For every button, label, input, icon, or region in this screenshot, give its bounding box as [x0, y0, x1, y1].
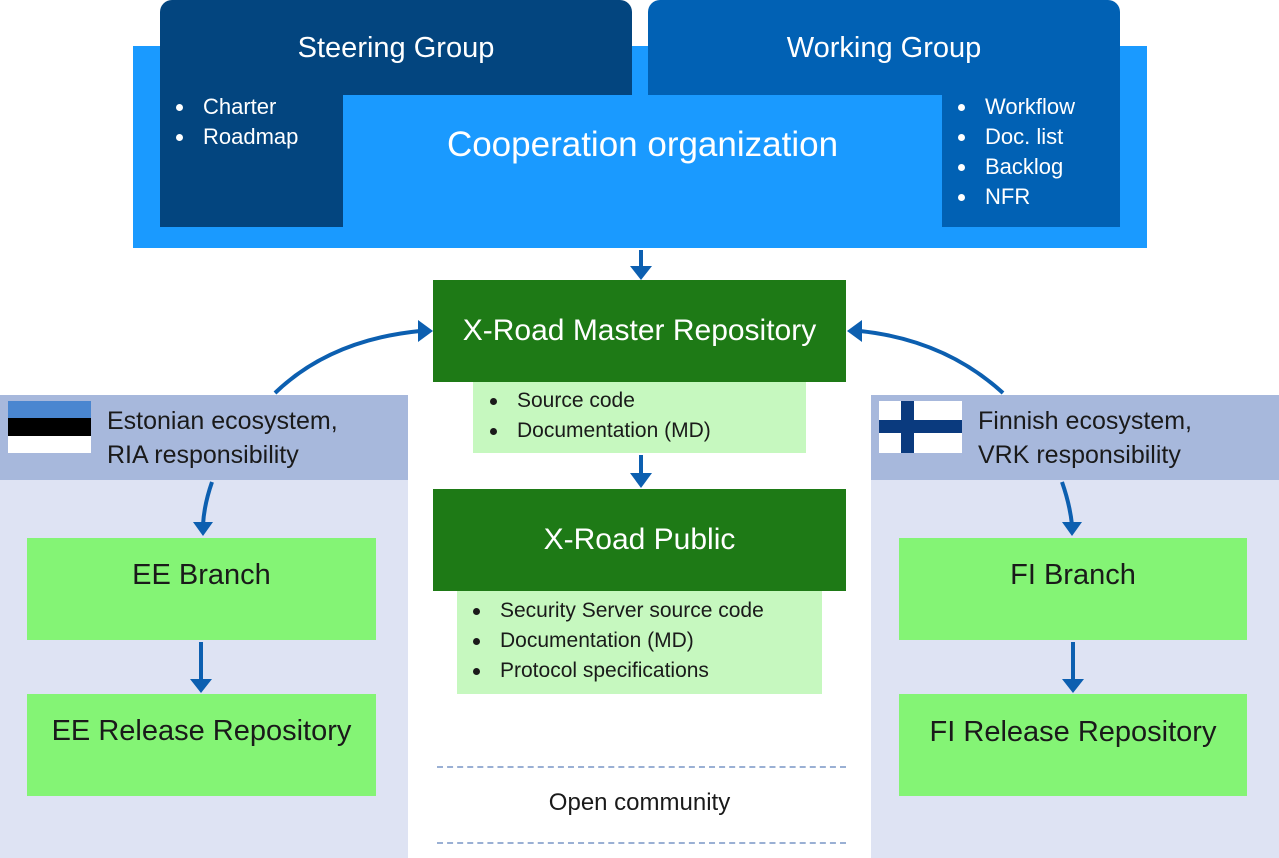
steering-group-box — [160, 0, 632, 95]
master-repository-node: X-Road Master Repository — [433, 280, 846, 382]
arrowhead-finland-to-master — [847, 320, 862, 342]
fi-branch-node: FI Branch — [899, 538, 1247, 640]
finnish-ecosystem-label: Finnish ecosystem, VRK responsibility — [978, 404, 1192, 472]
open-community-bottom-divider — [437, 842, 846, 844]
finnish-ecosystem-line2: VRK responsibility — [978, 441, 1181, 469]
list-item: NFR — [955, 182, 1075, 212]
arrowhead-ee-branch-to-release — [190, 679, 212, 693]
estonia-flag-icon — [8, 401, 91, 453]
finnish-ecosystem-line1: Finnish ecosystem, — [978, 407, 1192, 435]
arrowhead-master-to-public — [630, 473, 652, 488]
list-item: Documentation (MD) — [470, 626, 764, 656]
public-repository-node: X-Road Public — [433, 489, 846, 591]
list-item: Backlog — [955, 152, 1075, 182]
working-group-body — [942, 90, 1120, 227]
open-community-top-divider — [437, 766, 846, 768]
arrowhead-estonia-to-master — [418, 320, 433, 342]
estonian-ecosystem-label: Estonian ecosystem, RIA responsibility — [107, 404, 338, 472]
ee-branch-node: EE Branch — [27, 538, 376, 640]
list-item: Charter — [173, 92, 298, 122]
arrow-finland-to-fi-branch — [1060, 481, 1074, 526]
list-item: Documentation (MD) — [487, 416, 711, 446]
arrow-estonia-to-master — [273, 329, 421, 395]
open-community-label: Open community — [548, 789, 731, 816]
estonian-ecosystem-line2: RIA responsibility — [107, 441, 299, 469]
steering-group-list: Charter Roadmap — [173, 92, 298, 152]
working-group-list: Workflow Doc. list Backlog NFR — [955, 92, 1075, 212]
master-repository-list: Source code Documentation (MD) — [487, 386, 711, 446]
ee-release-repository-node: EE Release Repository — [27, 694, 376, 796]
list-item: Security Server source code — [470, 596, 764, 626]
cooperation-organization-title: Cooperation organization — [446, 125, 839, 164]
list-item: Protocol specifications — [470, 656, 764, 686]
public-repository-details — [457, 588, 822, 694]
fi-release-repository-node: FI Release Repository — [899, 694, 1247, 796]
public-repository-list: Security Server source code Documentatio… — [470, 596, 764, 686]
master-repository-details — [473, 380, 806, 453]
steering-group-body — [160, 90, 343, 227]
estonian-ecosystem-line1: Estonian ecosystem, — [107, 407, 338, 435]
working-group-box — [648, 0, 1120, 95]
arrowhead-coop-to-master — [630, 266, 652, 280]
list-item: Workflow — [955, 92, 1075, 122]
list-item: Roadmap — [173, 122, 298, 152]
arrowhead-fi-branch-to-release — [1062, 679, 1084, 693]
steering-group-title: Steering Group — [297, 32, 495, 64]
arrowhead-estonia-to-ee-branch — [193, 522, 213, 536]
arrow-finland-to-master — [859, 329, 1005, 395]
finland-flag-icon — [879, 401, 962, 453]
arrow-estonia-to-ee-branch — [201, 481, 214, 526]
arrowhead-finland-to-fi-branch — [1062, 522, 1082, 536]
list-item: Doc. list — [955, 122, 1075, 152]
working-group-title: Working Group — [786, 32, 982, 64]
list-item: Source code — [487, 386, 711, 416]
